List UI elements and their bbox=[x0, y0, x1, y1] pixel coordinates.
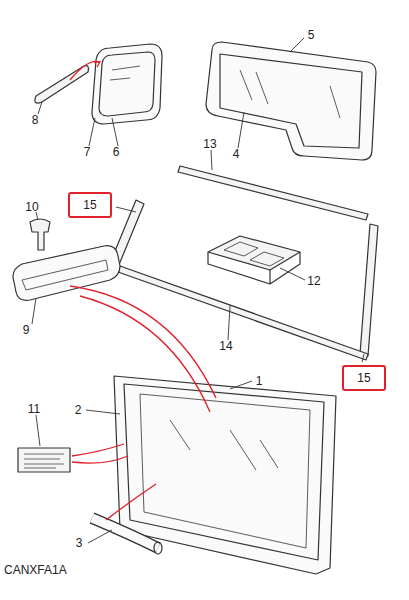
callout-number: 6 bbox=[113, 146, 120, 158]
callout-number: 15 bbox=[83, 199, 96, 211]
callout-number: 7 bbox=[84, 146, 91, 158]
side-window-seal bbox=[206, 42, 376, 160]
callout-number: 1 bbox=[256, 375, 263, 387]
figure-code: CANXFA1A bbox=[4, 564, 67, 576]
callout-number: 11 bbox=[28, 403, 40, 415]
callout-number: 2 bbox=[75, 404, 82, 416]
seal-strip bbox=[178, 166, 368, 220]
storage-tray bbox=[208, 236, 300, 270]
seal-strip bbox=[118, 266, 368, 360]
highlight-box: 15 bbox=[342, 365, 386, 391]
callout-number: 15 bbox=[357, 372, 370, 384]
fit-arrow bbox=[70, 61, 100, 80]
callout-number: 9 bbox=[23, 324, 30, 336]
callout-number: 5 bbox=[308, 29, 315, 41]
callout-number: 13 bbox=[203, 138, 216, 150]
mirror-mount bbox=[30, 219, 50, 250]
window-seal bbox=[99, 52, 155, 116]
windscreen-glass bbox=[124, 384, 324, 560]
callout-number: 12 bbox=[307, 275, 320, 287]
side-window-glass bbox=[220, 54, 362, 148]
callout-number: 4 bbox=[233, 148, 240, 160]
leader-lines bbox=[32, 38, 364, 543]
rear-view-mirror bbox=[13, 246, 120, 301]
sliding-window bbox=[92, 44, 162, 124]
seal-tube bbox=[92, 518, 158, 548]
highlight-box: 15 bbox=[68, 192, 112, 218]
callout-number: 14 bbox=[219, 340, 232, 352]
pillar-seal bbox=[360, 224, 378, 356]
sticker bbox=[18, 448, 70, 472]
callout-number: 3 bbox=[76, 537, 83, 549]
trim-strip bbox=[35, 66, 89, 104]
callout-number: 10 bbox=[25, 201, 38, 213]
callout-number: 8 bbox=[32, 114, 39, 126]
